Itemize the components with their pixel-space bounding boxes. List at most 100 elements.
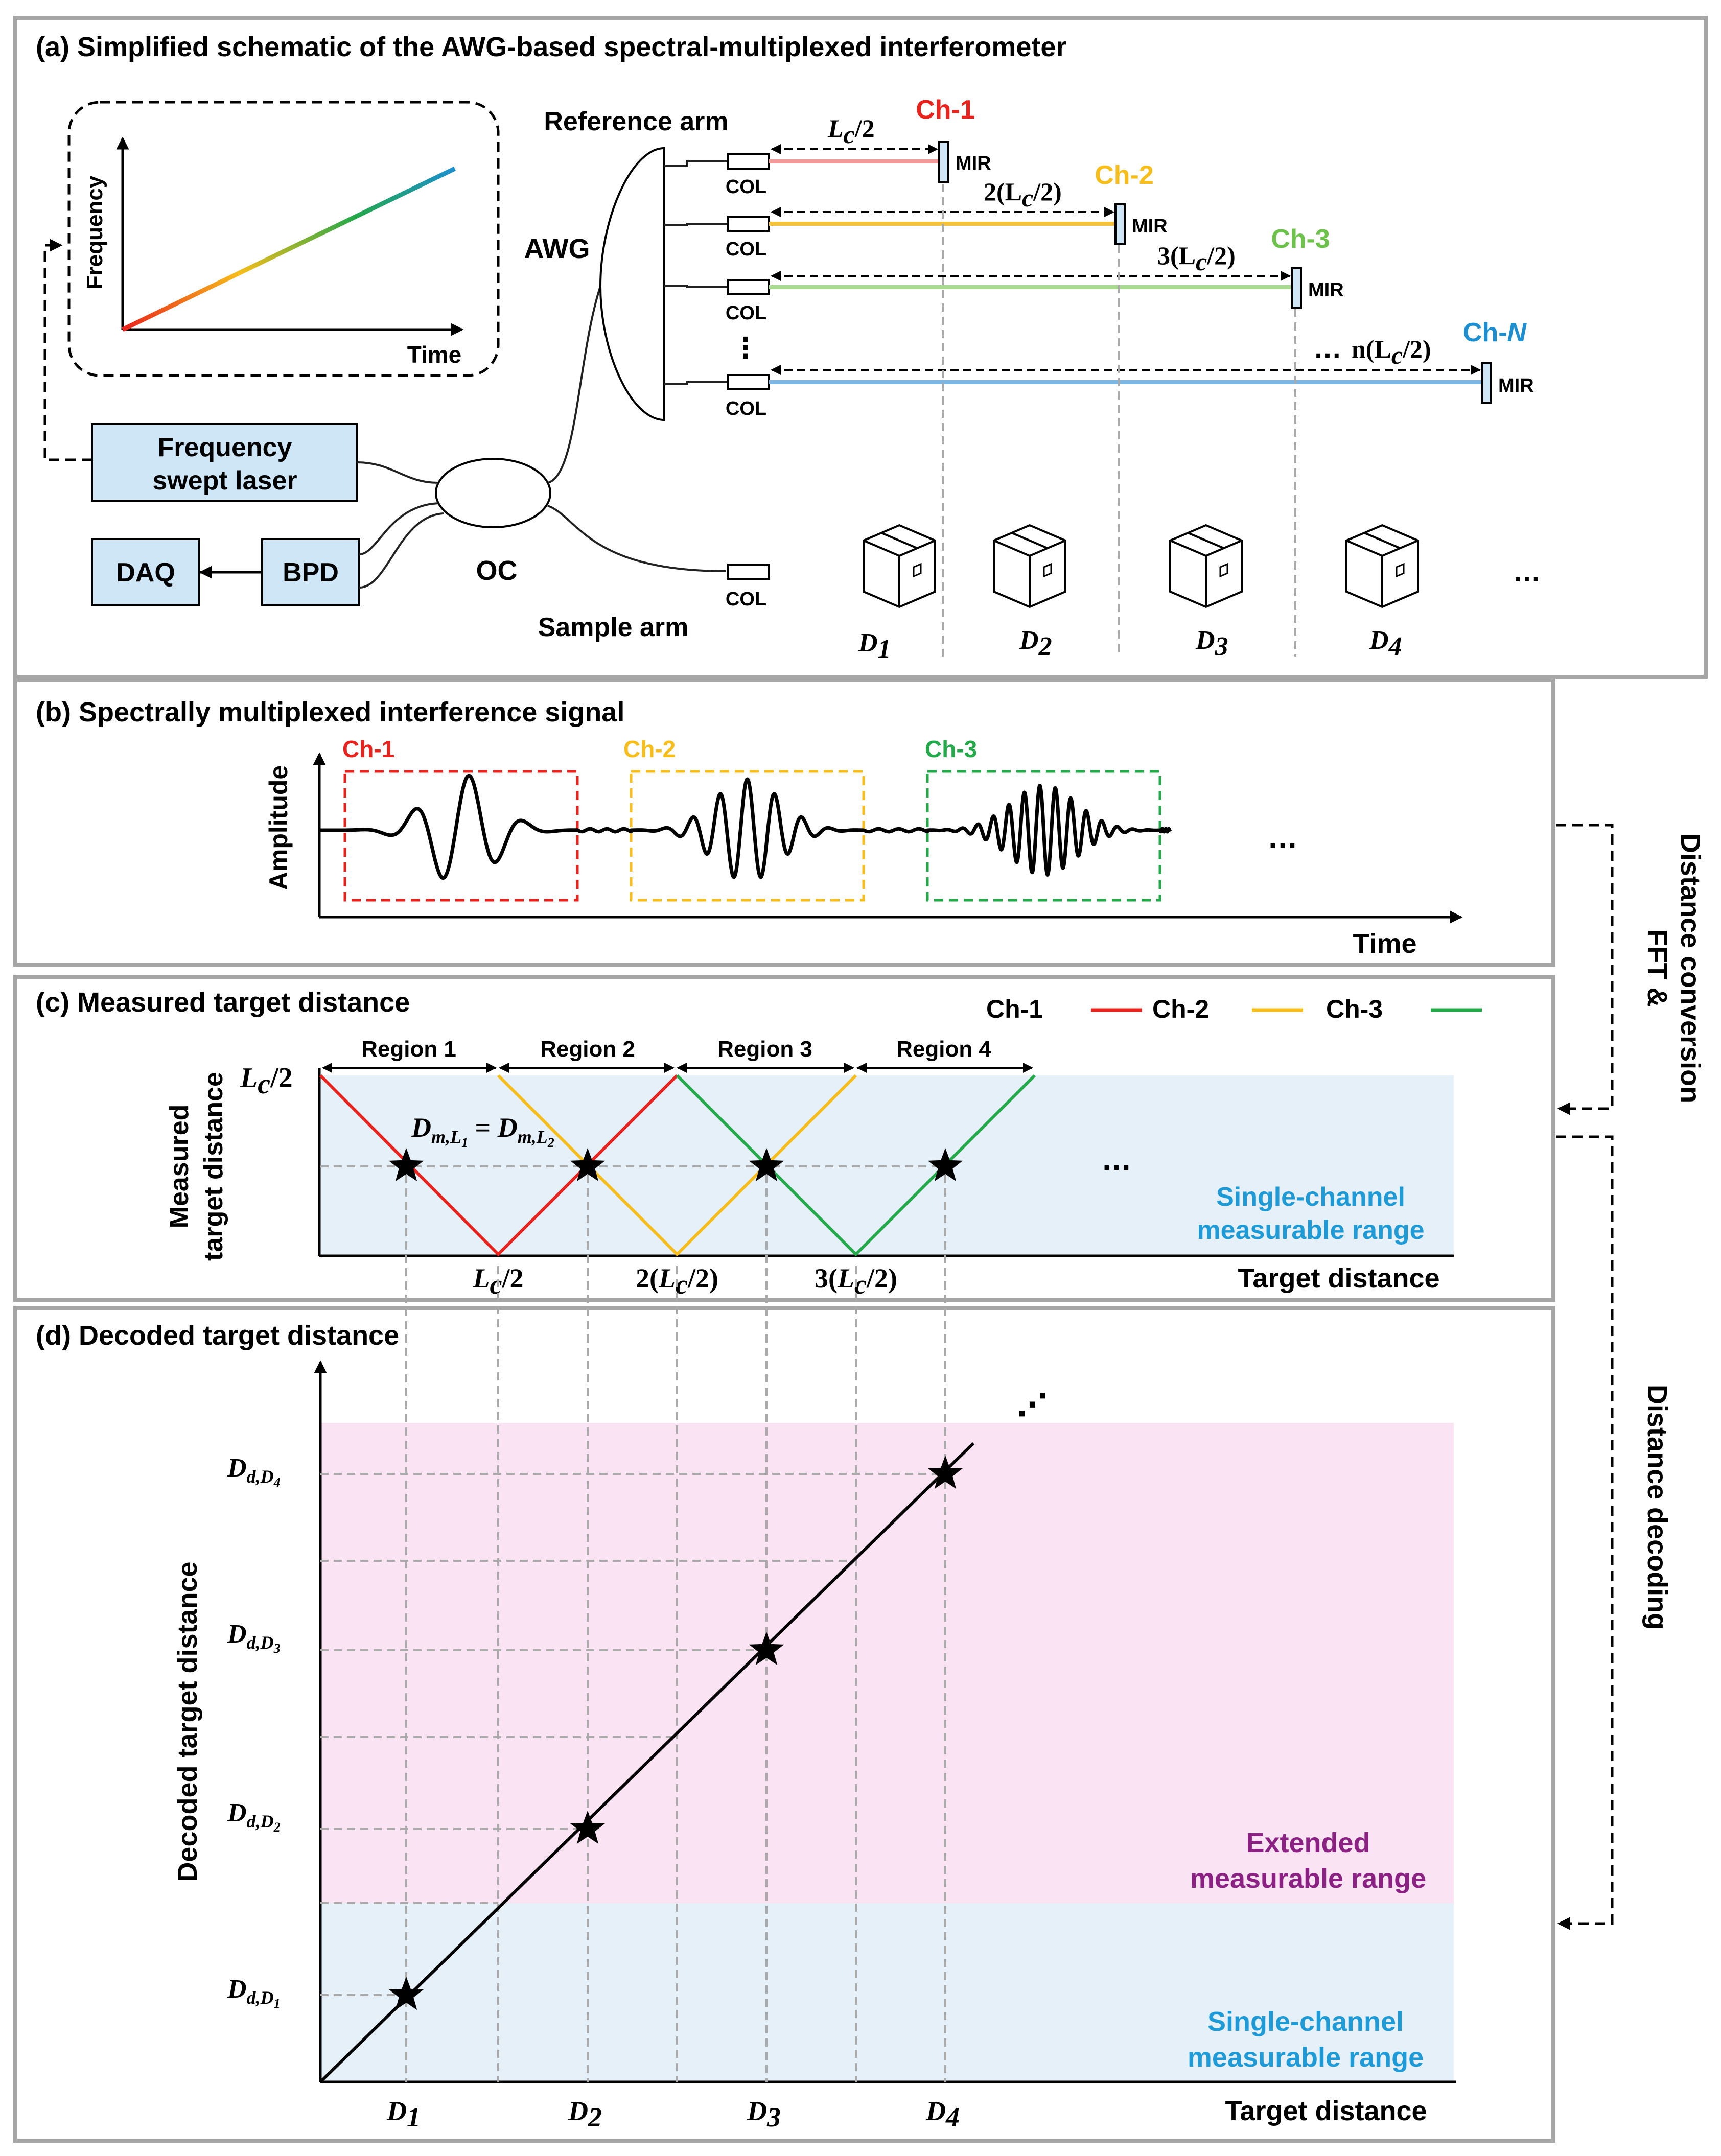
channel-label-chN: Ch-N <box>1463 318 1527 347</box>
ch3-curve <box>676 1074 1036 1257</box>
legend-ch2-label: Ch-2 <box>1152 995 1209 1023</box>
panel-d-x-tick-3: D3 <box>747 2096 781 2132</box>
decoding-label: Distance decoding <box>1642 1385 1672 1630</box>
target-box-1 <box>863 524 936 608</box>
inset-y-label: Frequency <box>82 175 107 289</box>
target-box-2 <box>993 524 1066 608</box>
panel-b-title: (b) Spectrally multiplexed interference … <box>36 697 624 728</box>
star-d-2 <box>570 1811 606 1844</box>
length-label-ch1: Lc/2 <box>827 114 875 149</box>
panel-b-x-label: Time <box>1353 928 1416 959</box>
panel-c-range-label-2: measurable range <box>1197 1215 1424 1245</box>
panel-b-ellipsis: … <box>1267 821 1298 855</box>
target-label-3: D3 <box>1195 626 1228 661</box>
mirror-ch2 <box>1114 203 1126 245</box>
panel-c-title: (c) Measured target distance <box>36 987 410 1018</box>
extended-range-label-1: Extended <box>1246 1827 1370 1858</box>
stars-layer <box>388 1148 963 2010</box>
length-label-chN: n(Lc/2) <box>1352 335 1431 369</box>
awg-block <box>599 147 665 421</box>
sweep-inset: Frequency Time <box>67 101 500 377</box>
awg-out-1 <box>664 160 728 167</box>
target-label-2: D2 <box>1019 626 1052 661</box>
single-range-label-d-2: measurable range <box>1188 2042 1424 2073</box>
single-range-label-d-1: Single-channel <box>1207 2006 1404 2037</box>
panel-c-x-tick-2: 2(Lc/2) <box>636 1263 718 1300</box>
ch2-window-label: Ch-2 <box>623 736 676 762</box>
collimators: COL COL COL COL COL <box>726 153 770 610</box>
fiber-oc-awg <box>547 286 601 484</box>
oc-label: OC <box>476 555 518 586</box>
ch1-window-label: Ch-1 <box>342 736 394 762</box>
panel-d-x-tick-2: D2 <box>568 2096 602 2132</box>
fiber-oc-sample <box>547 505 726 572</box>
bpd-box <box>261 538 360 606</box>
panel-c: (c) Measured target distance Measured ta… <box>13 975 1555 1302</box>
equation: Dm,L1 = Dm,L2 <box>411 1112 554 1150</box>
col-3 <box>727 279 770 295</box>
mirror-ch1 <box>938 141 949 183</box>
ch1-curve <box>319 1074 679 1257</box>
panel-c-range-label-1: Single-channel <box>1216 1182 1405 1212</box>
region-label-1: Region 1 <box>361 1037 456 1062</box>
single-channel-range-d <box>320 1903 1454 2081</box>
panel-d-y-tick-3: Dd,D3 <box>227 1620 281 1656</box>
fft-bracket <box>1556 824 1614 1115</box>
awg-label: AWG <box>524 233 590 264</box>
region-label-4: Region 4 <box>896 1037 991 1062</box>
panel-a-title: (a) Simplified schematic of the AWG-base… <box>36 32 1066 62</box>
awg-out-2 <box>664 223 728 226</box>
mirror-ch3-label: MIR <box>1308 279 1344 301</box>
col-4-label: COL <box>726 398 766 419</box>
oc-coupler <box>435 458 551 528</box>
ch2-window <box>630 770 865 902</box>
mirror-chN <box>1481 362 1492 404</box>
length-label-ch2: 2(Lc/2) <box>984 177 1062 212</box>
col-sample <box>727 564 770 580</box>
sample-arm-label: Sample arm <box>538 613 689 642</box>
star-d-4 <box>927 1456 963 1489</box>
panel-d-x-tick-1: D1 <box>386 2096 421 2132</box>
col-sample-label: COL <box>726 589 766 610</box>
target-label-1: D1 <box>858 628 891 664</box>
panel-c-x-tick-1: Lc/2 <box>473 1263 524 1300</box>
sweep-line <box>122 166 456 332</box>
panel-d-x-tick-4: D4 <box>925 2096 960 2132</box>
mirror-ch1-label: MIR <box>956 153 991 174</box>
panel-c-y-tick: Lc/2 <box>240 1062 293 1100</box>
panel-a: (a) Simplified schematic of the AWG-base… <box>13 16 1708 679</box>
panel-d-y-tick-1: Dd,D1 <box>227 1975 281 2011</box>
ch1-window <box>343 770 579 902</box>
fft-label-1: FFT & <box>1642 929 1672 1007</box>
inset-frame <box>67 101 500 377</box>
star-c-4 <box>927 1148 963 1182</box>
panel-d: (d) Decoded target distance Decoded targ… <box>13 1175 1555 2143</box>
col-2 <box>727 216 770 232</box>
mirror-chN-label: MIR <box>1498 375 1534 396</box>
laser-label-2: swept laser <box>152 466 297 496</box>
laser-box <box>91 423 358 502</box>
mirror-ch3 <box>1291 267 1302 309</box>
region-label-2: Region 2 <box>540 1037 635 1062</box>
col-1 <box>727 153 770 170</box>
panel-d-grid <box>320 1175 946 2082</box>
fft-label-2: Distance conversion <box>1675 833 1706 1103</box>
star-c-3 <box>749 1148 784 1182</box>
channel-label-ch1: Ch-1 <box>916 95 975 125</box>
star-c-1 <box>388 1148 424 1182</box>
target-box-3 <box>1169 524 1243 608</box>
sample-beam-ellipsis: … <box>1513 555 1541 588</box>
decoding-bracket <box>1556 1135 1614 1930</box>
awg-port-ellipsis: ⋮ <box>731 332 760 364</box>
panel-d-title: (d) Decoded target distance <box>36 1320 399 1351</box>
panel-d-x-label: Target distance <box>1225 2096 1427 2126</box>
star-d-3 <box>749 1632 784 1666</box>
inset-x-label: Time <box>407 341 462 368</box>
panel-d-y-tick-2: Dd,D2 <box>227 1798 281 1835</box>
daq-label: DAQ <box>116 558 175 588</box>
fiber-laser-oc <box>356 461 439 484</box>
panel-d-y-tick-4: Dd,D4 <box>227 1454 281 1490</box>
ch2-curve <box>497 1074 857 1257</box>
decoded-line <box>319 1442 975 2083</box>
